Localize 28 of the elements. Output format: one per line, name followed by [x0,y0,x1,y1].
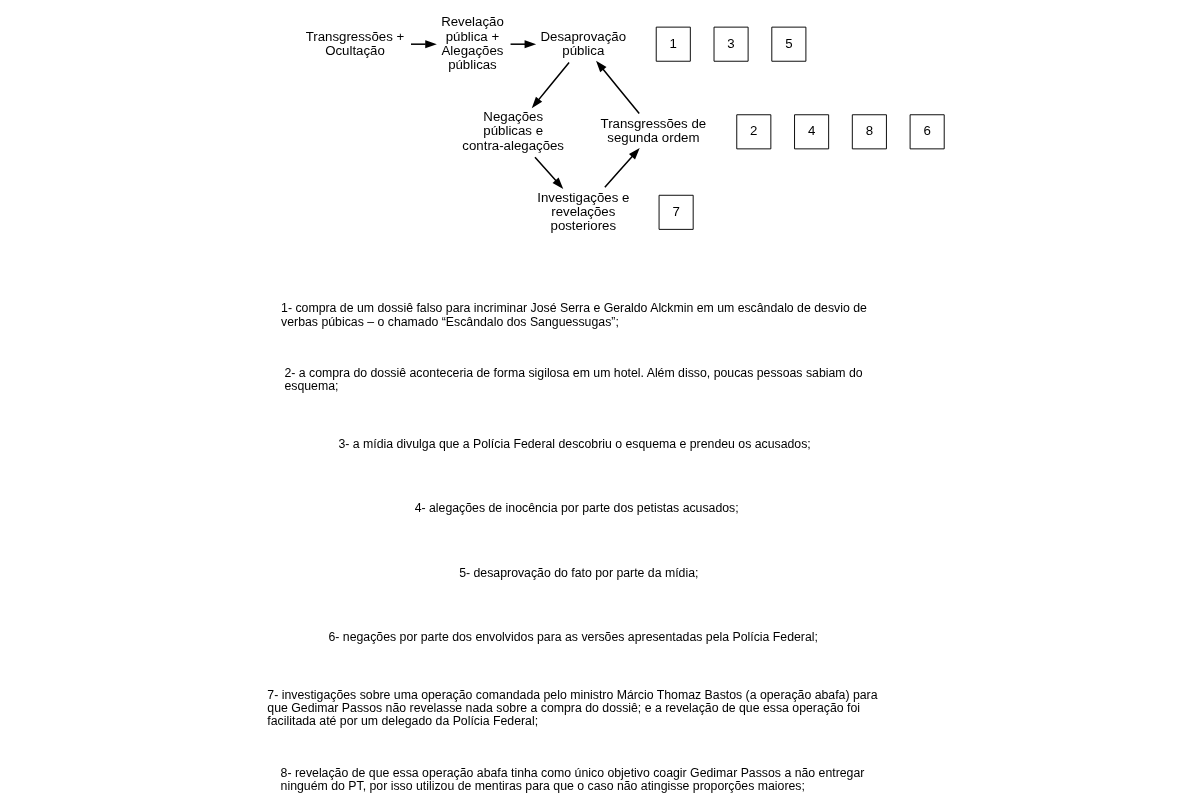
node-box: 7 [658,194,694,230]
label: 4- alegações de inocência por parte dos petistas acusados; [414,501,739,516]
arrow [533,156,563,189]
label: 2- a compra do dossiê aconteceria de forma sigilosa em um hotel. Além disso, poucas pessoas sabiam do esquema; [283,365,863,394]
node-text: Revelação pública + Alegações públicas [440,14,504,73]
node-box: 4 [793,114,829,150]
arrow [603,148,640,188]
node-box: 2 [735,114,771,150]
node-box: 1 [655,26,691,62]
node-text: Desaprovação pública [540,28,626,58]
node-text: Investigações e revelações posteriores [536,189,629,234]
label: 5- desaprovação do fato por parte da mídia; [458,565,698,580]
node-box: 8 [851,114,887,150]
arrow [531,61,570,109]
label: 6- negações por parte dos envolvidos para as versões apresentadas pela Polícia Federal; [327,630,818,645]
label: 8- revelação de que essa operação abafa tinha como único objetivo coagir Gedimar Passos a não entregar ninguém do PT, por isso utilizou de mentiras para que o caso não atingisse proporções maiores; [280,765,864,793]
label: 3- a mídia divulga que a Polícia Federal descobriu o esquema e prendeu os acusados; [337,436,811,451]
label: 1- compra de um dossiê falso para incriminar José Serra e Geraldo Alckmin em um escândalo de desvio de verbas púbicas – o chamado “Escândalo dos Sanguessugas”; [280,301,867,329]
node-box: 3 [713,26,749,62]
arrow [595,60,640,115]
node-box: 5 [770,26,806,62]
label: 7- investigações sobre uma operação comandada pelo ministro Márcio Thomaz Bastos (a operação abafa) para que Gedimar Passos não revelasse nada sobre a compra do dossiê; e a revelação de que essa operação foi facilitada até por um delegado da Polícia Federal; [266,687,878,729]
node-box: 6 [909,114,945,150]
node-text: Transgressões + Ocultação [305,28,404,58]
node-text: Transgressões de segunda ordem [600,116,706,146]
arrow [509,40,536,49]
arrow [409,40,437,49]
node-text: Negações públicas e contra-alegações [461,109,564,153]
